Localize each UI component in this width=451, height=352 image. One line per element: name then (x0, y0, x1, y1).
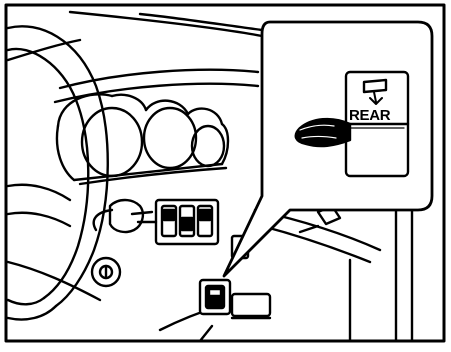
switch-label: REAR (349, 107, 391, 124)
rear-switch-closeup: REAR (346, 72, 408, 176)
rear-switch-location (200, 280, 230, 314)
